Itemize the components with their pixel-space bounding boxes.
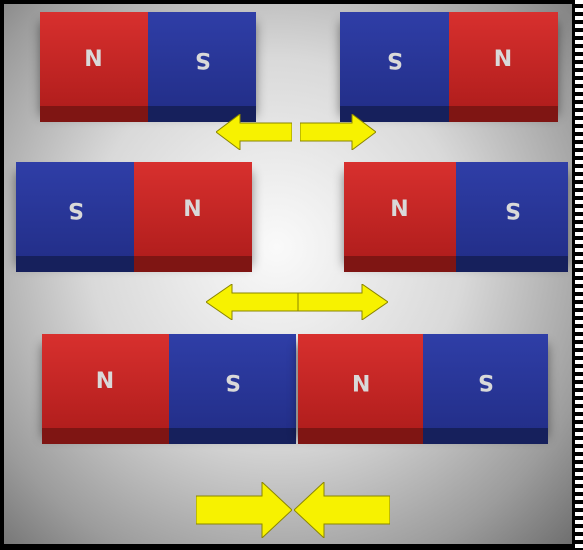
- arrow-right-icon: [298, 284, 388, 320]
- arrow-left-icon: [206, 284, 298, 320]
- arrow-right-icon: [196, 482, 292, 538]
- pole-label: N: [350, 368, 371, 394]
- south-pole: S: [148, 12, 256, 122]
- pole-label: S: [503, 196, 521, 222]
- north-pole: N: [134, 162, 252, 272]
- magnet-row2-right: N S: [344, 162, 568, 272]
- north-pole: N: [298, 334, 423, 444]
- frame-edge: [575, 0, 583, 550]
- pole-label: S: [477, 368, 494, 394]
- scene-frame: N S S N S N N S N S: [4, 4, 572, 544]
- pole-label: S: [66, 196, 84, 222]
- north-pole: N: [344, 162, 456, 272]
- arrow-left-icon: [216, 114, 292, 150]
- south-pole: S: [423, 334, 548, 444]
- pole-label: N: [95, 368, 116, 394]
- pole-label: N: [493, 46, 514, 72]
- pole-label: S: [193, 46, 211, 72]
- magnet-row1-right: S N: [340, 12, 558, 122]
- north-pole: N: [449, 12, 558, 122]
- arrow-right-icon: [300, 114, 376, 150]
- pole-label: S: [224, 368, 241, 394]
- pole-label: N: [183, 196, 203, 222]
- pole-label: N: [84, 46, 104, 72]
- pole-label: S: [386, 46, 403, 72]
- pole-label: N: [390, 196, 410, 222]
- north-pole: N: [40, 12, 148, 122]
- magnet-row3-left: N S: [42, 334, 296, 444]
- magnet-row3-right: N S: [298, 334, 548, 444]
- south-pole: S: [16, 162, 134, 272]
- arrow-left-icon: [294, 482, 390, 538]
- south-pole: S: [456, 162, 568, 272]
- south-pole: S: [340, 12, 449, 122]
- magnet-row2-left: S N: [16, 162, 252, 272]
- south-pole: S: [169, 334, 296, 444]
- north-pole: N: [42, 334, 169, 444]
- magnet-row1-left: N S: [40, 12, 256, 122]
